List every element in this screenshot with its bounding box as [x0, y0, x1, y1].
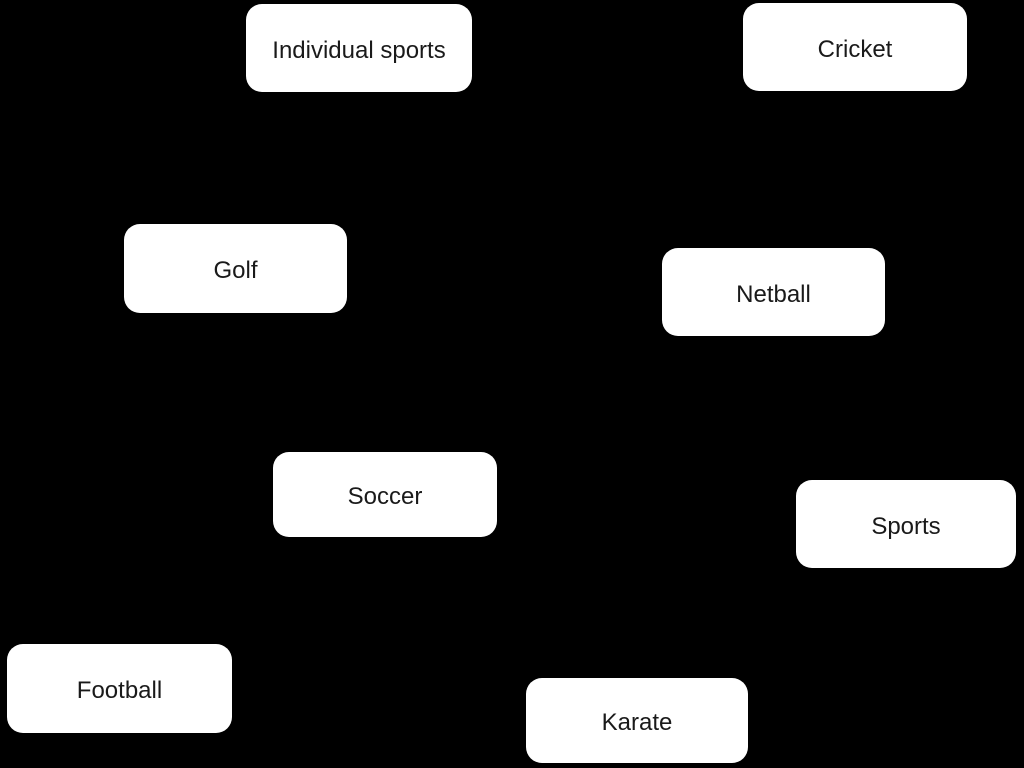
- node-golf-label: Golf: [213, 257, 258, 284]
- node-cricket-label: Cricket: [817, 35, 893, 63]
- node-individual-sports-label: Individual sports: [272, 36, 446, 64]
- node-cricket[interactable]: Cricket: [743, 3, 967, 91]
- node-sports[interactable]: Sports: [796, 480, 1016, 568]
- node-individual-sports[interactable]: Individual sports: [246, 4, 472, 92]
- node-soccer-label: Soccer: [347, 483, 423, 510]
- node-netball-label: Netball: [736, 280, 811, 308]
- node-football[interactable]: Football: [7, 644, 232, 733]
- node-soccer[interactable]: Soccer: [273, 452, 497, 537]
- node-karate[interactable]: Karate: [526, 678, 748, 763]
- node-sports-label: Sports: [871, 512, 941, 540]
- node-netball[interactable]: Netball: [662, 248, 885, 336]
- node-karate-label: Karate: [601, 709, 673, 736]
- node-golf[interactable]: Golf: [124, 224, 347, 313]
- node-football-label: Football: [76, 677, 163, 704]
